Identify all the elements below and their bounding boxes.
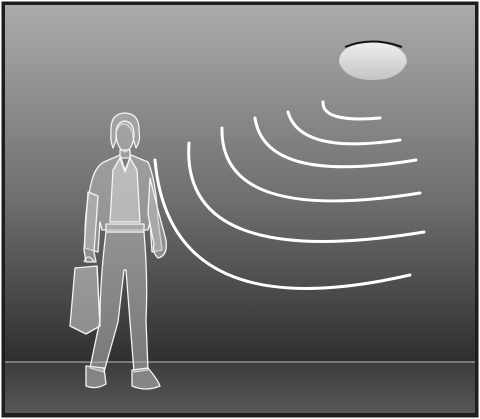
shopping-bag-icon — [70, 257, 100, 334]
floor — [5, 362, 475, 413]
person-shoe-left — [86, 366, 106, 388]
